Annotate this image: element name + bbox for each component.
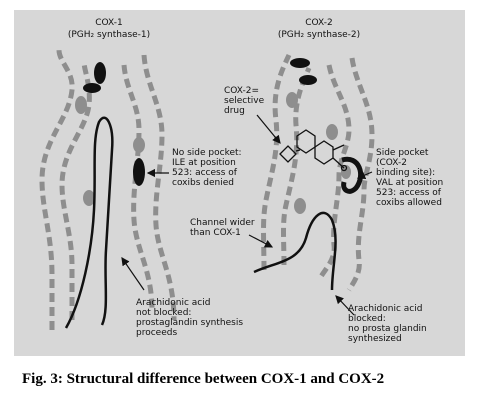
cox1-side-pocket-note: No side pocket: ILE at position 523: acc… <box>172 148 242 188</box>
diagram-figure: COX-1 (PGH₂ synthase-1) COX-2 (PGH₂ synt… <box>14 10 465 356</box>
cox2-drug-note: COX-2= selective drug <box>224 86 265 116</box>
cox2-grey-residue <box>326 124 338 140</box>
cox1-residues <box>75 62 145 206</box>
cox2-right-inner-wall <box>316 64 352 282</box>
cox2-substrate-arrow <box>335 295 355 316</box>
diagram-canvas <box>39 49 375 330</box>
cox1-channel <box>39 49 177 330</box>
cox1-grey-residue <box>133 137 145 153</box>
cox1-right-outer-wall <box>141 54 177 321</box>
figure-caption: Fig. 3: Structural difference between CO… <box>22 371 385 387</box>
cox2-title: COX-2 <box>305 18 333 28</box>
cox1-grey-residue <box>83 190 95 206</box>
cox1-arachidonic-acid <box>64 116 114 329</box>
cox1-black-residue <box>83 83 101 93</box>
cox2-drug-molecule <box>279 129 348 172</box>
cox1-substrate-note: Arachidonic acid not blocked: prostaglan… <box>136 298 244 338</box>
cox1-subtitle: (PGH₂ synthase-1) <box>67 30 151 40</box>
cox2-grey-residue <box>286 92 298 108</box>
cox2-left-inner-wall <box>281 67 312 266</box>
cox2-channel <box>261 53 375 292</box>
cox2-drug-arrow <box>256 114 281 144</box>
cox1-grey-residue <box>75 96 87 114</box>
cox1-title: COX-1 <box>95 18 123 28</box>
annotation-arrows <box>121 114 373 316</box>
cox1-ile-residue <box>133 158 145 186</box>
cox2-channel-note: Channel wider than COX-1 <box>190 218 255 238</box>
cox2-substrate-note: Arachidonic acid blocked: no prosta glan… <box>348 304 427 344</box>
cox1-right-inner-wall <box>121 64 155 311</box>
cox2-grey-residue <box>294 198 306 214</box>
cox1-substrate-arrow <box>121 257 145 291</box>
cox2-grey-residue <box>341 165 351 179</box>
cox2-black-residue-top <box>290 58 310 68</box>
cox1-left-outer-wall <box>39 49 75 330</box>
cox2-right-outer-wall <box>346 57 375 292</box>
cox2-subtitle: (PGH₂ synthase-2) <box>277 30 361 40</box>
cox2-pocket-arrow <box>356 171 373 180</box>
cox2-channel-arrow <box>248 234 274 248</box>
cox2-arachidonic-acid <box>253 211 337 291</box>
cox2-residues <box>286 58 351 214</box>
cox2-side-pocket-note: Side pocket (COX-2 binding site): VAL at… <box>376 148 444 208</box>
cox2-left-outer-wall <box>261 53 292 271</box>
cox1-black-residue-top <box>94 62 106 84</box>
cox2-side-pocket <box>341 156 363 194</box>
cox2-black-residue <box>299 75 317 85</box>
